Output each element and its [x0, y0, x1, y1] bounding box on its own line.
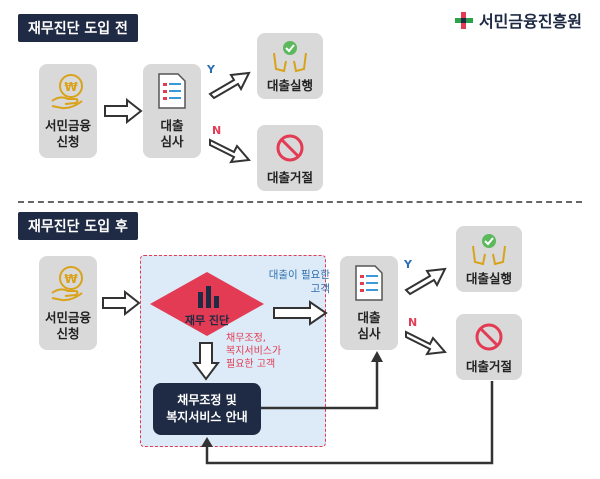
- welfare-guide-box: 채무조정 및 복지서비스 안내: [153, 383, 261, 435]
- reject-card-before: 대출거절: [257, 125, 323, 191]
- svg-text:₩: ₩: [64, 80, 78, 94]
- yes-label: Y: [207, 63, 215, 76]
- arrow-down-icon: [405, 330, 447, 356]
- reject-card-after: 대출거절: [456, 314, 522, 380]
- review-label: 대출 심사: [357, 310, 381, 341]
- checklist-icon: [355, 265, 383, 301]
- approve-label: 대출실행: [465, 271, 512, 286]
- diagnosis-diamond: [150, 272, 264, 336]
- reject-label: 대출거절: [465, 359, 512, 374]
- arrow-up-icon: [208, 71, 251, 100]
- hand-money-icon: ₩: [51, 74, 83, 110]
- section-title-before: 재무진단 도입 전: [18, 14, 138, 42]
- approve-label: 대출실행: [266, 78, 313, 93]
- hand-money-icon: ₩: [51, 266, 83, 302]
- prohibited-icon: [276, 134, 304, 161]
- section-title-after: 재무진단 도입 후: [18, 212, 138, 240]
- review-card-after: 대출 심사: [340, 256, 398, 350]
- logo: 서민금융진흥원: [453, 8, 582, 32]
- apply-card-before: ₩ 서민금융 신청: [39, 64, 97, 158]
- apply-label: 서민금융 신청: [44, 118, 91, 149]
- no-label: N: [408, 316, 418, 329]
- arrow-up-icon: [404, 267, 447, 296]
- approve-card-before: 대출실행: [257, 33, 323, 99]
- divider: [18, 201, 582, 203]
- apply-label: 서민금융 신청: [44, 310, 91, 341]
- prohibited-icon: [475, 323, 503, 350]
- approve-hands-icon: [472, 233, 506, 265]
- checklist-icon: [158, 73, 186, 109]
- review-card-before: 대출 심사: [143, 64, 201, 158]
- approve-hands-icon: [273, 40, 307, 72]
- need-welfare-note: 채무조정, 복지서비스가 필요한 고객: [226, 333, 282, 370]
- logo-icon: [454, 12, 473, 29]
- arrow-down-icon: [209, 138, 251, 164]
- yes-label: Y: [404, 258, 412, 271]
- arrow-icon: [102, 290, 141, 316]
- arrow-down-icon: [192, 342, 220, 381]
- diagnosis-label: 재무 진단: [184, 314, 230, 327]
- review-label: 대출 심사: [160, 118, 184, 149]
- arrow-icon: [104, 98, 143, 124]
- apply-card-after: ₩ 서민금융 신청: [39, 256, 97, 350]
- approve-card-after: 대출실행: [456, 226, 522, 292]
- reject-label: 대출거절: [266, 170, 313, 185]
- svg-text:₩: ₩: [64, 272, 78, 286]
- arrow-icon: [273, 300, 328, 326]
- need-loan-note: 대출이 필요한 고객: [268, 269, 330, 295]
- logo-text: 서민금융진흥원: [478, 12, 582, 31]
- no-label: N: [212, 124, 222, 137]
